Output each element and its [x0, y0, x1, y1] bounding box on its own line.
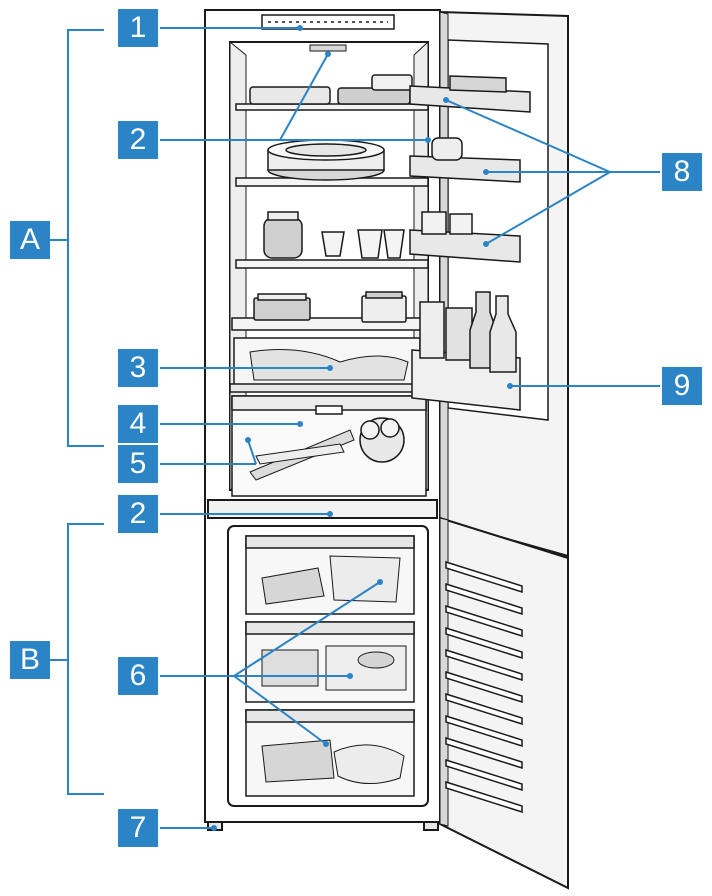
- leader-6-a: [233, 581, 381, 677]
- shelf-3: [235, 259, 429, 269]
- callout-7: 7: [118, 809, 158, 847]
- leader-5-diag: [247, 439, 257, 465]
- leader-8-top: [445, 99, 611, 173]
- vegetable-drawer: [231, 395, 427, 497]
- leader-8-bot: [485, 171, 611, 245]
- callout-6: 6: [118, 657, 158, 695]
- bracket-a: [67, 29, 104, 447]
- callout-section-b: B: [10, 641, 50, 679]
- callout-1: 1: [118, 9, 158, 47]
- callout-9: 9: [662, 367, 702, 405]
- shelf-4-items: [253, 291, 407, 323]
- callout-8: 8: [662, 153, 702, 191]
- foot-right: [423, 821, 439, 831]
- freezer-door-vents: [445, 560, 523, 814]
- chiller-drawer: [229, 337, 425, 393]
- leader-6-c: [233, 675, 327, 745]
- leader-dots: [211, 25, 513, 831]
- cake: [267, 139, 385, 181]
- divider-band: [207, 499, 438, 519]
- shelf-3-items: [263, 211, 405, 259]
- bracket-b: [67, 523, 104, 795]
- leader-2a-top: [279, 53, 329, 141]
- freezer-drawers: [245, 535, 415, 797]
- shelf-1: [235, 103, 429, 111]
- leader-lines: [48, 27, 660, 829]
- control-panel: [261, 14, 395, 30]
- callout-5: 5: [118, 445, 158, 483]
- door-shelves: [409, 75, 531, 411]
- fridge-light: [309, 44, 347, 52]
- callout-2-bottom: 2: [118, 495, 158, 533]
- shelf-1-items: [249, 74, 413, 105]
- callout-3: 3: [118, 349, 158, 387]
- callout-section-a: A: [10, 221, 50, 259]
- callout-2-top: 2: [118, 121, 158, 159]
- callout-4: 4: [118, 405, 158, 443]
